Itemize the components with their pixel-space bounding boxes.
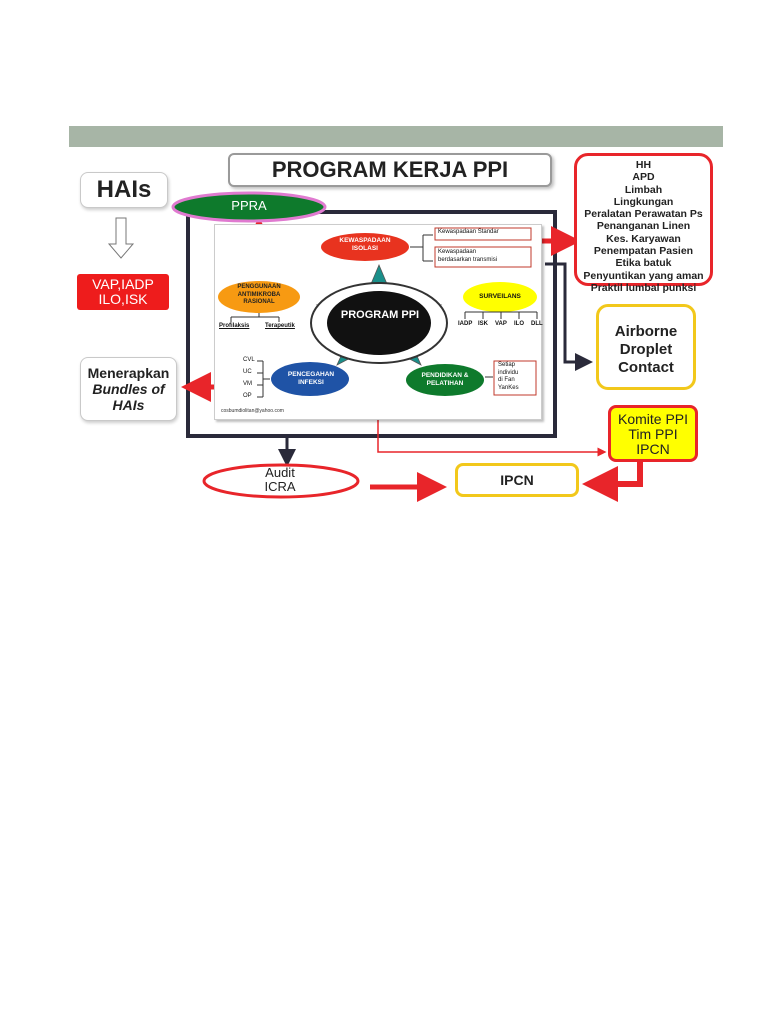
- hh-item: APD: [632, 171, 655, 184]
- profilaksis-label: Profilaksis: [219, 323, 250, 329]
- kewaspadaan-connector: [410, 234, 433, 262]
- kewaspadaan-standar-box: [434, 227, 532, 241]
- hh-item: Lingkungan: [613, 195, 674, 208]
- hh-item: Praktil lumbal punksi: [590, 281, 697, 294]
- ipcn-box: IPCN: [455, 463, 579, 497]
- pencegahan-item: VM: [243, 381, 252, 387]
- hh-item: Kes. Karyawan: [606, 232, 681, 245]
- pencegahan-connector: [257, 360, 270, 398]
- node-pendidikan: [406, 364, 484, 396]
- surveilans-item: VAP: [495, 321, 507, 327]
- arrow-komite-ipcn: [582, 462, 643, 502]
- pencegahan-item: UC: [243, 369, 252, 375]
- center-label: PROGRAM PPI: [340, 309, 420, 321]
- outer-frame: [186, 210, 557, 438]
- center-ellipse: [327, 291, 431, 355]
- surveilans-item: IADP: [458, 321, 473, 327]
- pendidikan-label: PENDIDIKAN &PELATIHAN: [421, 372, 469, 387]
- hais-box: HAIs: [80, 172, 168, 208]
- hh-item: Penempatan Pasien: [593, 245, 694, 258]
- setiap-box: [493, 360, 537, 396]
- hh-item: HH: [635, 159, 652, 171]
- hh-item: Peralatan Perawatan Ps: [584, 208, 703, 221]
- menerapkan-box: Menerapkan Bundles of HAIs: [80, 357, 177, 421]
- surveilans-item: ISK: [478, 321, 489, 327]
- page-title: PROGRAM KERJA PPI: [228, 153, 552, 187]
- email-label: cosbumdiolitan@yahoo.com: [221, 408, 284, 414]
- surveilans-label: SURVEILANS: [479, 293, 521, 300]
- arrow-to-airborne: [545, 262, 593, 371]
- hh-item: Penyuntikan yang aman: [583, 269, 704, 282]
- node-surveilans: [463, 282, 537, 312]
- hh-item: Etika batuk: [615, 257, 672, 270]
- hh-item: Limbah: [624, 183, 663, 196]
- node-penggunaan: [218, 281, 300, 313]
- pencegahan-item: OP: [243, 393, 252, 399]
- terapeutik-label: Terapeutik: [265, 323, 295, 329]
- surveilans-connector: [464, 311, 538, 319]
- ppra-ellipse: [171, 191, 327, 223]
- node-kewaspadaan: [321, 233, 409, 261]
- kewaspadaan-standar-label: Kewaspadaan Standar: [438, 229, 499, 235]
- ppra-label: PPRA: [231, 198, 267, 213]
- kewaspadaan-transmisi-box: [434, 246, 532, 268]
- down-hollow-arrow: [107, 217, 135, 259]
- hh-item: Penanganan Linen: [596, 220, 691, 233]
- hh-list-box: HH APD Limbah Lingkungan Peralatan Peraw…: [574, 153, 713, 294]
- penggunaan-connector: [230, 313, 280, 322]
- surveilans-item: ILO: [514, 321, 524, 327]
- program-ppi-diagram: [218, 227, 538, 398]
- header-bar: [69, 126, 723, 147]
- audit-ellipse: [202, 463, 360, 499]
- pencegahan-item: CVL: [243, 357, 255, 363]
- surveilans-item: DLL: [531, 321, 543, 327]
- node-pencegahan: [271, 362, 349, 396]
